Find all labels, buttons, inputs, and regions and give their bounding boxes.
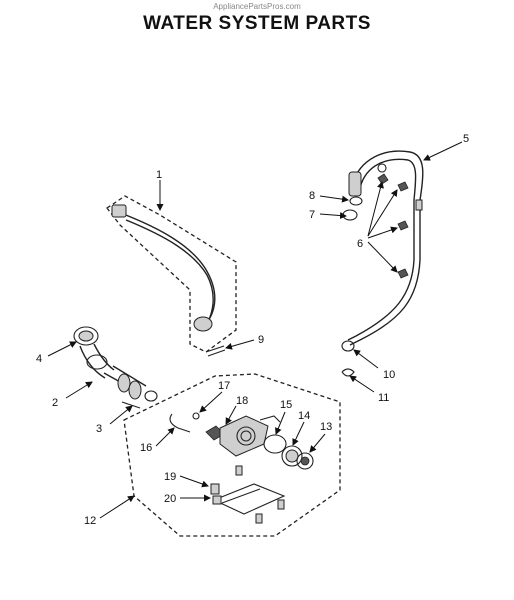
callout-8: 8 bbox=[309, 190, 315, 202]
leader-6d bbox=[367, 241, 398, 273]
leader-5 bbox=[423, 141, 463, 161]
callout-20: 20 bbox=[164, 493, 176, 505]
callout-17: 17 bbox=[218, 380, 230, 392]
fill-hose-group bbox=[106, 195, 237, 353]
callout-labels: 1 2 3 4 5 6 7 8 9 10 11 12 13 14 15 16 1… bbox=[36, 133, 469, 527]
leader-11 bbox=[349, 375, 375, 393]
callout-7: 7 bbox=[309, 209, 315, 221]
clamp-part-9 bbox=[205, 345, 226, 357]
callout-3: 3 bbox=[96, 423, 102, 435]
leader-19 bbox=[179, 475, 209, 488]
leader-6b bbox=[367, 189, 398, 237]
callout-14: 14 bbox=[298, 410, 310, 422]
callout-4: 4 bbox=[36, 353, 42, 365]
leader-10 bbox=[353, 349, 379, 369]
leader-3 bbox=[109, 405, 133, 425]
leader-8 bbox=[319, 195, 349, 203]
callout-1: 1 bbox=[156, 169, 162, 181]
leader-6a bbox=[367, 181, 384, 237]
callout-19: 19 bbox=[164, 471, 176, 483]
pump-assembly-group bbox=[123, 373, 341, 537]
leader-9 bbox=[225, 339, 255, 350]
callout-11: 11 bbox=[378, 392, 389, 404]
callout-13: 13 bbox=[320, 421, 332, 433]
callout-5: 5 bbox=[463, 133, 469, 145]
callout-18: 18 bbox=[236, 395, 248, 407]
callout-10: 10 bbox=[383, 369, 395, 381]
leader-12 bbox=[99, 495, 135, 519]
watermark: AppliancePartsPros.com bbox=[213, 2, 301, 11]
leader-18 bbox=[225, 405, 237, 425]
callout-15: 15 bbox=[280, 399, 292, 411]
leader-2 bbox=[65, 381, 93, 399]
leader-13 bbox=[309, 433, 326, 453]
callout-6: 6 bbox=[357, 238, 363, 250]
leader-6c bbox=[367, 226, 398, 239]
leader-lines bbox=[47, 141, 463, 519]
inlet-hose-assembly bbox=[341, 150, 424, 377]
leader-16 bbox=[155, 427, 175, 447]
callout-9: 9 bbox=[258, 334, 264, 346]
leader-7 bbox=[319, 212, 347, 220]
leader-4 bbox=[47, 341, 77, 357]
leader-17 bbox=[199, 391, 223, 413]
callout-16: 16 bbox=[140, 442, 152, 454]
leader-15 bbox=[275, 411, 286, 435]
callout-2: 2 bbox=[52, 397, 58, 409]
hose-coupling-top bbox=[111, 204, 127, 218]
callout-12: 12 bbox=[84, 515, 96, 527]
drain-hose-assembly bbox=[73, 326, 158, 409]
hose-coupling-bottom bbox=[193, 316, 213, 332]
leader-14 bbox=[292, 421, 305, 446]
diagram-title: WATER SYSTEM PARTS bbox=[143, 13, 371, 34]
